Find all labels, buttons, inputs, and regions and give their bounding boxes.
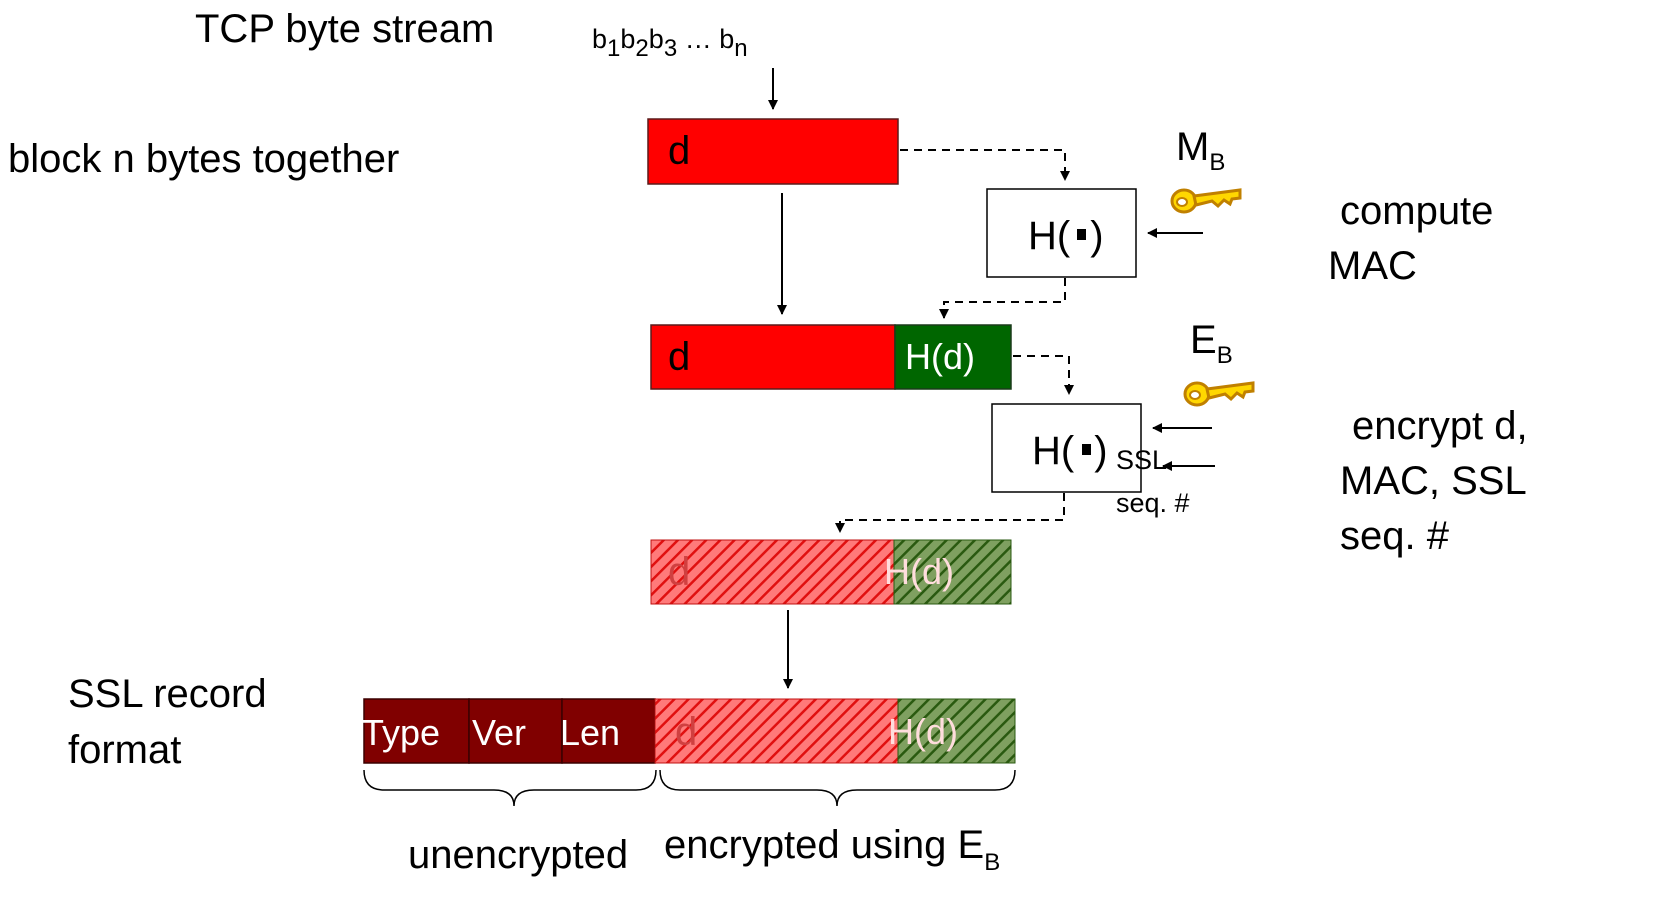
record-encrypted-mac-label: H(d): [888, 711, 958, 752]
compute-mac-label-2: MAC: [1328, 244, 1417, 288]
mac-to-encrypt-dashed-arrow: [1013, 355, 1074, 395]
mac-key-label: MB: [1176, 125, 1225, 176]
encrypt-label-2: MAC, SSL: [1340, 459, 1527, 503]
encrypted-mac-block: [893, 539, 1012, 605]
hash-box-1-dot-icon: [1077, 229, 1086, 240]
record-encrypted-data: [654, 698, 899, 764]
data-to-hash-dashed-arrow: [900, 149, 1070, 181]
encrypted-data-block: [650, 539, 895, 605]
encrypt-box: [991, 403, 1142, 493]
hash-box-1-label: H(): [1028, 214, 1104, 258]
mac-block-2-label: H(d): [905, 336, 975, 377]
encrypted-brace: [659, 769, 1016, 807]
hash-to-mac-dashed-arrow: [939, 278, 1066, 319]
encrypt-to-cipher-dashed-arrow: [835, 493, 1065, 533]
byte-stream-text: b1b2b3 … bn: [592, 24, 748, 62]
encrypt-label-3: seq. #: [1340, 514, 1450, 558]
compute-mac-label-1: compute: [1340, 189, 1493, 233]
enc-key-icon: [1183, 381, 1255, 407]
encrypted-mac-label: H(d): [884, 551, 954, 592]
record-ver-label: Ver: [472, 712, 526, 753]
mac-key-icon: [1170, 188, 1242, 214]
byte-b1: b: [592, 24, 607, 54]
ssl-seq-label-1: SSL: [1116, 445, 1167, 475]
record-len-field: [561, 698, 656, 764]
mac-block-2: [894, 324, 1012, 390]
data-block-1-label: d: [668, 129, 690, 173]
record-encrypted-data-label: d: [675, 710, 697, 754]
unencrypted-brace: [363, 769, 657, 807]
encrypt-label-1: encrypt d,: [1352, 404, 1528, 448]
tcp-byte-stream-label: TCP byte stream: [195, 7, 494, 51]
hash-box-1: [986, 188, 1137, 278]
ssl-record-label: SSL record: [68, 672, 267, 716]
ssl-seq-label-2: seq. #: [1116, 488, 1190, 518]
block-bytes-label: block n bytes together: [8, 137, 399, 181]
encrypted-data-label: d: [668, 550, 690, 594]
encrypted-using-label: encrypted using EB: [664, 823, 1000, 876]
data-block-2-label: d: [668, 335, 690, 379]
ssl-record-format-label: format: [68, 728, 181, 772]
record-type-field: [363, 698, 470, 764]
record-ver-field: [468, 698, 563, 764]
record-type-label: Type: [362, 712, 440, 753]
record-encrypted-mac: [897, 698, 1016, 764]
data-block-2: [650, 324, 896, 390]
encrypt-box-label: H(): [1032, 429, 1108, 473]
data-block-1: [647, 118, 899, 185]
unencrypted-label: unencrypted: [408, 833, 628, 877]
record-len-label: Len: [560, 712, 620, 753]
encrypt-box-dot-icon: [1082, 444, 1091, 455]
enc-key-label: EB: [1190, 318, 1233, 369]
